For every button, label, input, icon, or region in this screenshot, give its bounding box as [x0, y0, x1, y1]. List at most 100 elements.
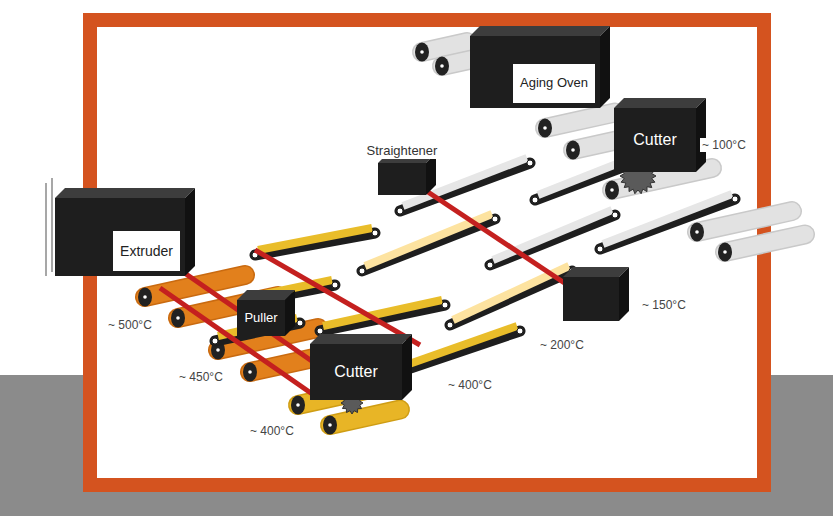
- belt-pulley: [447, 322, 453, 328]
- roller-end: [605, 181, 619, 200]
- roller-outline: [697, 211, 792, 232]
- roller-end: [718, 243, 732, 262]
- roller-axle: [420, 50, 424, 54]
- belt-top: [258, 228, 372, 250]
- roller-end: [138, 288, 152, 307]
- conveyor-belt: [252, 228, 378, 258]
- roller-end: [538, 119, 552, 138]
- machine-body: [470, 26, 610, 108]
- machine-name: Cutter: [633, 131, 677, 149]
- machine-top: [563, 267, 629, 277]
- roller-axle: [723, 250, 727, 254]
- machine-name: Cutter: [334, 363, 378, 381]
- machine-top: [237, 290, 295, 300]
- belt-pulley: [332, 282, 338, 288]
- machine-faces: [55, 26, 706, 400]
- machine-side: [185, 188, 195, 276]
- temperature-label: ~ 100°C: [700, 138, 748, 152]
- straightener: Straightener: [378, 163, 426, 195]
- roller-axle: [328, 423, 332, 427]
- roller-end: [291, 396, 305, 415]
- belt-base: [320, 305, 445, 331]
- belt-pulley: [527, 160, 533, 166]
- belt-pulley: [732, 196, 738, 202]
- machine-body: [55, 188, 195, 276]
- roller: [323, 410, 400, 435]
- belt-pulley: [297, 320, 303, 326]
- roller: [718, 234, 805, 261]
- roller-outline: [545, 113, 615, 128]
- roller-body: [330, 410, 400, 425]
- machine-body: [237, 290, 295, 336]
- machine-name: Extruder: [113, 231, 180, 271]
- belt-pulley: [397, 208, 403, 214]
- machine-body: [563, 267, 629, 321]
- roller-end: [690, 223, 704, 242]
- roller-axle: [248, 370, 252, 374]
- rod: [45, 183, 47, 276]
- machine-top: [310, 334, 412, 344]
- roller-axle: [543, 126, 547, 130]
- belt-pulley: [359, 268, 365, 274]
- machine-label: Straightener: [365, 144, 440, 159]
- temperature-label: ~ 200°C: [538, 338, 586, 352]
- belt-pulley: [597, 246, 603, 252]
- belt-top: [603, 194, 732, 244]
- temperature-label: ~ 400°C: [248, 424, 296, 438]
- roller-body: [725, 234, 805, 252]
- conveyor-belt: [487, 210, 618, 268]
- machine-side: [600, 26, 610, 108]
- rod: [51, 178, 53, 272]
- roller-axle: [610, 188, 614, 192]
- roller-axle: [216, 348, 220, 352]
- belt-pulley: [487, 262, 493, 268]
- roller-axle: [571, 148, 575, 152]
- cutter: Cutter: [310, 344, 402, 400]
- machine-top: [55, 188, 195, 198]
- belt-top: [493, 210, 612, 260]
- belt-pulley: [612, 212, 618, 218]
- aging-oven: Aging Oven: [470, 36, 600, 108]
- machine-side: [285, 290, 295, 336]
- roller-end: [171, 309, 185, 328]
- roller-outline: [330, 410, 400, 425]
- roller-outline: [725, 234, 805, 252]
- roller-end: [566, 141, 580, 160]
- machine-side: [696, 98, 706, 172]
- machine-name: Puller: [244, 311, 277, 326]
- conveyor-belt: [317, 300, 448, 334]
- roller-end: [435, 57, 449, 76]
- roller-axle: [440, 64, 444, 68]
- machine-body: [310, 334, 412, 400]
- machine-side: [619, 267, 629, 321]
- belt-pulley: [442, 302, 448, 308]
- roller-body: [545, 113, 615, 128]
- transfer-line: [160, 288, 318, 398]
- belt-pulley: [492, 216, 498, 222]
- roller-end: [243, 363, 257, 382]
- belt-pulley: [372, 230, 378, 236]
- puller: Puller: [237, 300, 285, 336]
- roller-axle: [176, 316, 180, 320]
- machine-side: [426, 153, 436, 195]
- temperature-label: ~ 400°C: [446, 378, 494, 392]
- transfer-line: [410, 180, 578, 292]
- machine-top: [470, 26, 610, 36]
- belt-pulley: [317, 328, 323, 334]
- machine-side: [402, 334, 412, 400]
- machine-name: Aging Oven: [513, 64, 595, 103]
- temperature-label: ~ 150°C: [640, 298, 688, 312]
- belt-pulley: [212, 338, 218, 344]
- roller-axle: [296, 403, 300, 407]
- roller-body: [697, 211, 792, 232]
- rods: [46, 178, 52, 276]
- transfer-lines: [160, 180, 578, 398]
- machine-body: [378, 153, 436, 195]
- machine-box: [563, 277, 619, 321]
- extruder: Extruder: [55, 198, 185, 276]
- roller-axle: [695, 230, 699, 234]
- belt-pulley: [517, 328, 523, 334]
- temperature-label: ~ 450°C: [177, 370, 225, 384]
- belt-pulley: [532, 197, 538, 203]
